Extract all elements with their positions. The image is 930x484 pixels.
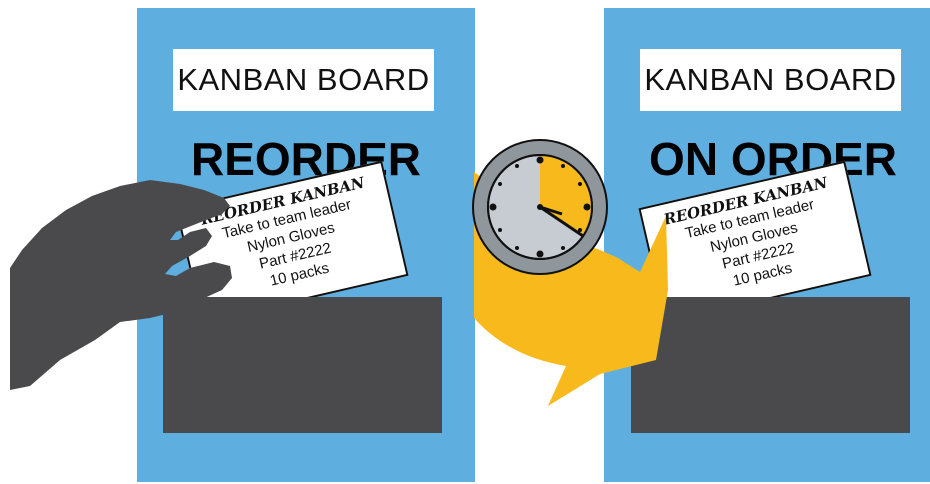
hand-icon [10, 180, 232, 390]
clock-icon [473, 140, 607, 274]
